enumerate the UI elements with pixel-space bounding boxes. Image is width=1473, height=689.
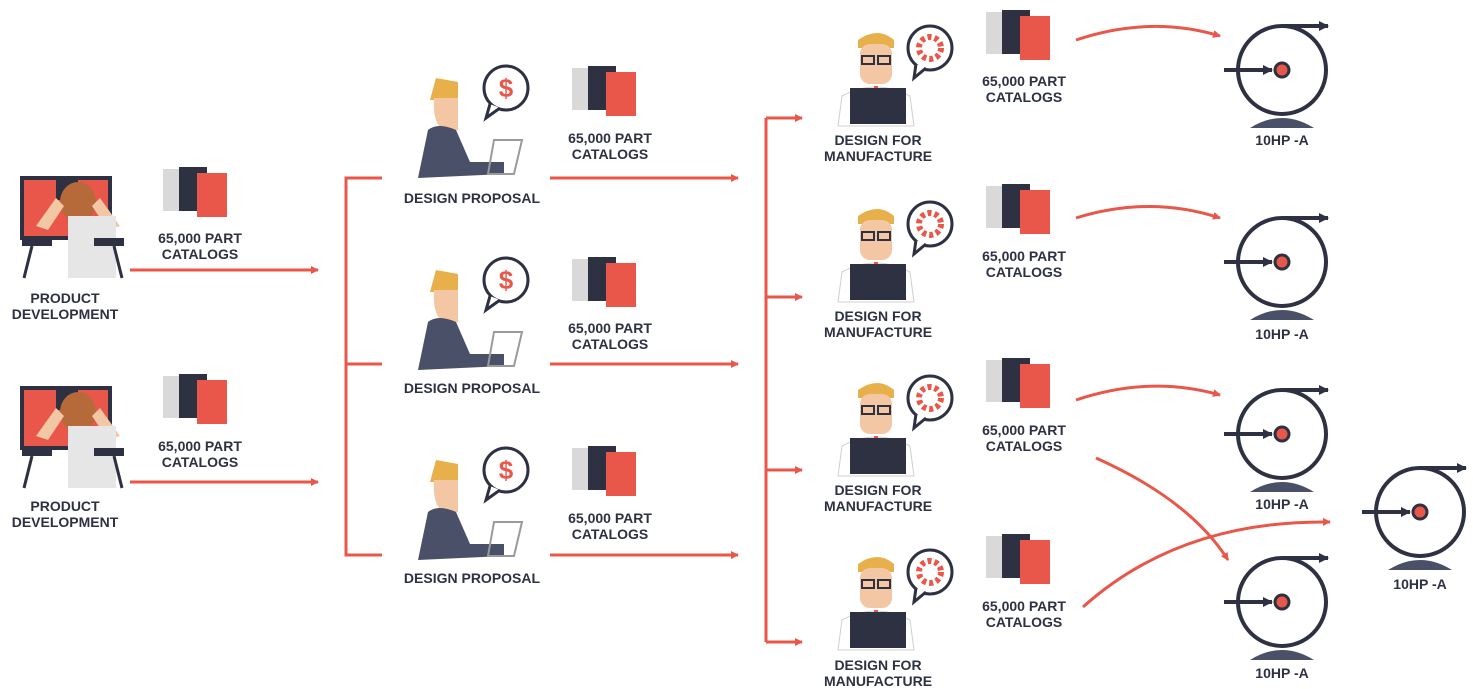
- design-proposal-label: DESIGN PROPOSAL: [403, 190, 541, 206]
- design-proposal-worker-icon: $: [418, 256, 530, 370]
- dollar-speech-bubble-icon: $: [482, 64, 530, 122]
- pump-label: 10HP -A: [1255, 132, 1309, 148]
- gear-speech-bubble-icon: [906, 200, 954, 258]
- gear-speech-bubble-icon: [906, 548, 954, 606]
- pump-icon: [1224, 21, 1329, 128]
- pump-icon: [1224, 213, 1329, 320]
- curve-to-pump5: [1081, 517, 1331, 609]
- pump-icon: [1224, 385, 1329, 492]
- curve-to-pump3: [1075, 384, 1221, 402]
- design-for-manufacture-engineer-icon: [837, 548, 954, 651]
- pump-icon: [1362, 463, 1467, 570]
- svg-text:$: $: [499, 265, 514, 295]
- gear-speech-bubble-icon: [906, 24, 954, 82]
- curve-to-pump2: [1075, 205, 1221, 220]
- curve-to-pump4: [1095, 456, 1230, 561]
- product-development-icon: [20, 176, 124, 279]
- pump-label: 10HP -A: [1255, 326, 1309, 342]
- catalog-books-icon: [986, 358, 1050, 408]
- curve-to-pump1: [1075, 24, 1221, 42]
- design-proposal-worker-icon: $: [418, 446, 530, 560]
- design-proposal-label: DESIGN PROPOSAL: [403, 380, 541, 396]
- design-for-manufacture-engineer-icon: [837, 200, 954, 303]
- bracket-proposals: [344, 176, 382, 557]
- pump-label: 10HP -A: [1255, 665, 1309, 681]
- catalog-books-icon: [572, 446, 636, 496]
- pump-label: 10HP -A: [1255, 496, 1309, 512]
- dollar-speech-bubble-icon: $: [482, 446, 530, 504]
- svg-text:$: $: [499, 455, 514, 485]
- catalog-books-icon: [572, 66, 636, 116]
- connectors: [130, 24, 1331, 646]
- design-proposal-label: DESIGN PROPOSAL: [403, 570, 541, 586]
- design-for-manufacture-engineer-icon: [837, 374, 954, 477]
- pump-label: 10HP -A: [1393, 576, 1447, 592]
- catalog-books-icon: [163, 167, 227, 217]
- product-development-icon: [20, 386, 124, 489]
- catalog-books-icon: [163, 374, 227, 424]
- catalog-books-icon: [986, 184, 1050, 234]
- pump-icon: [1224, 553, 1329, 660]
- catalog-books-icon: [572, 257, 636, 307]
- design-for-manufacture-engineer-icon: [837, 24, 954, 127]
- svg-text:$: $: [499, 73, 514, 103]
- catalog-books-icon: [986, 534, 1050, 584]
- catalog-books-icon: [986, 10, 1050, 60]
- gear-speech-bubble-icon: [906, 374, 954, 432]
- design-proposal-worker-icon: $: [418, 64, 530, 178]
- dollar-speech-bubble-icon: $: [482, 256, 530, 314]
